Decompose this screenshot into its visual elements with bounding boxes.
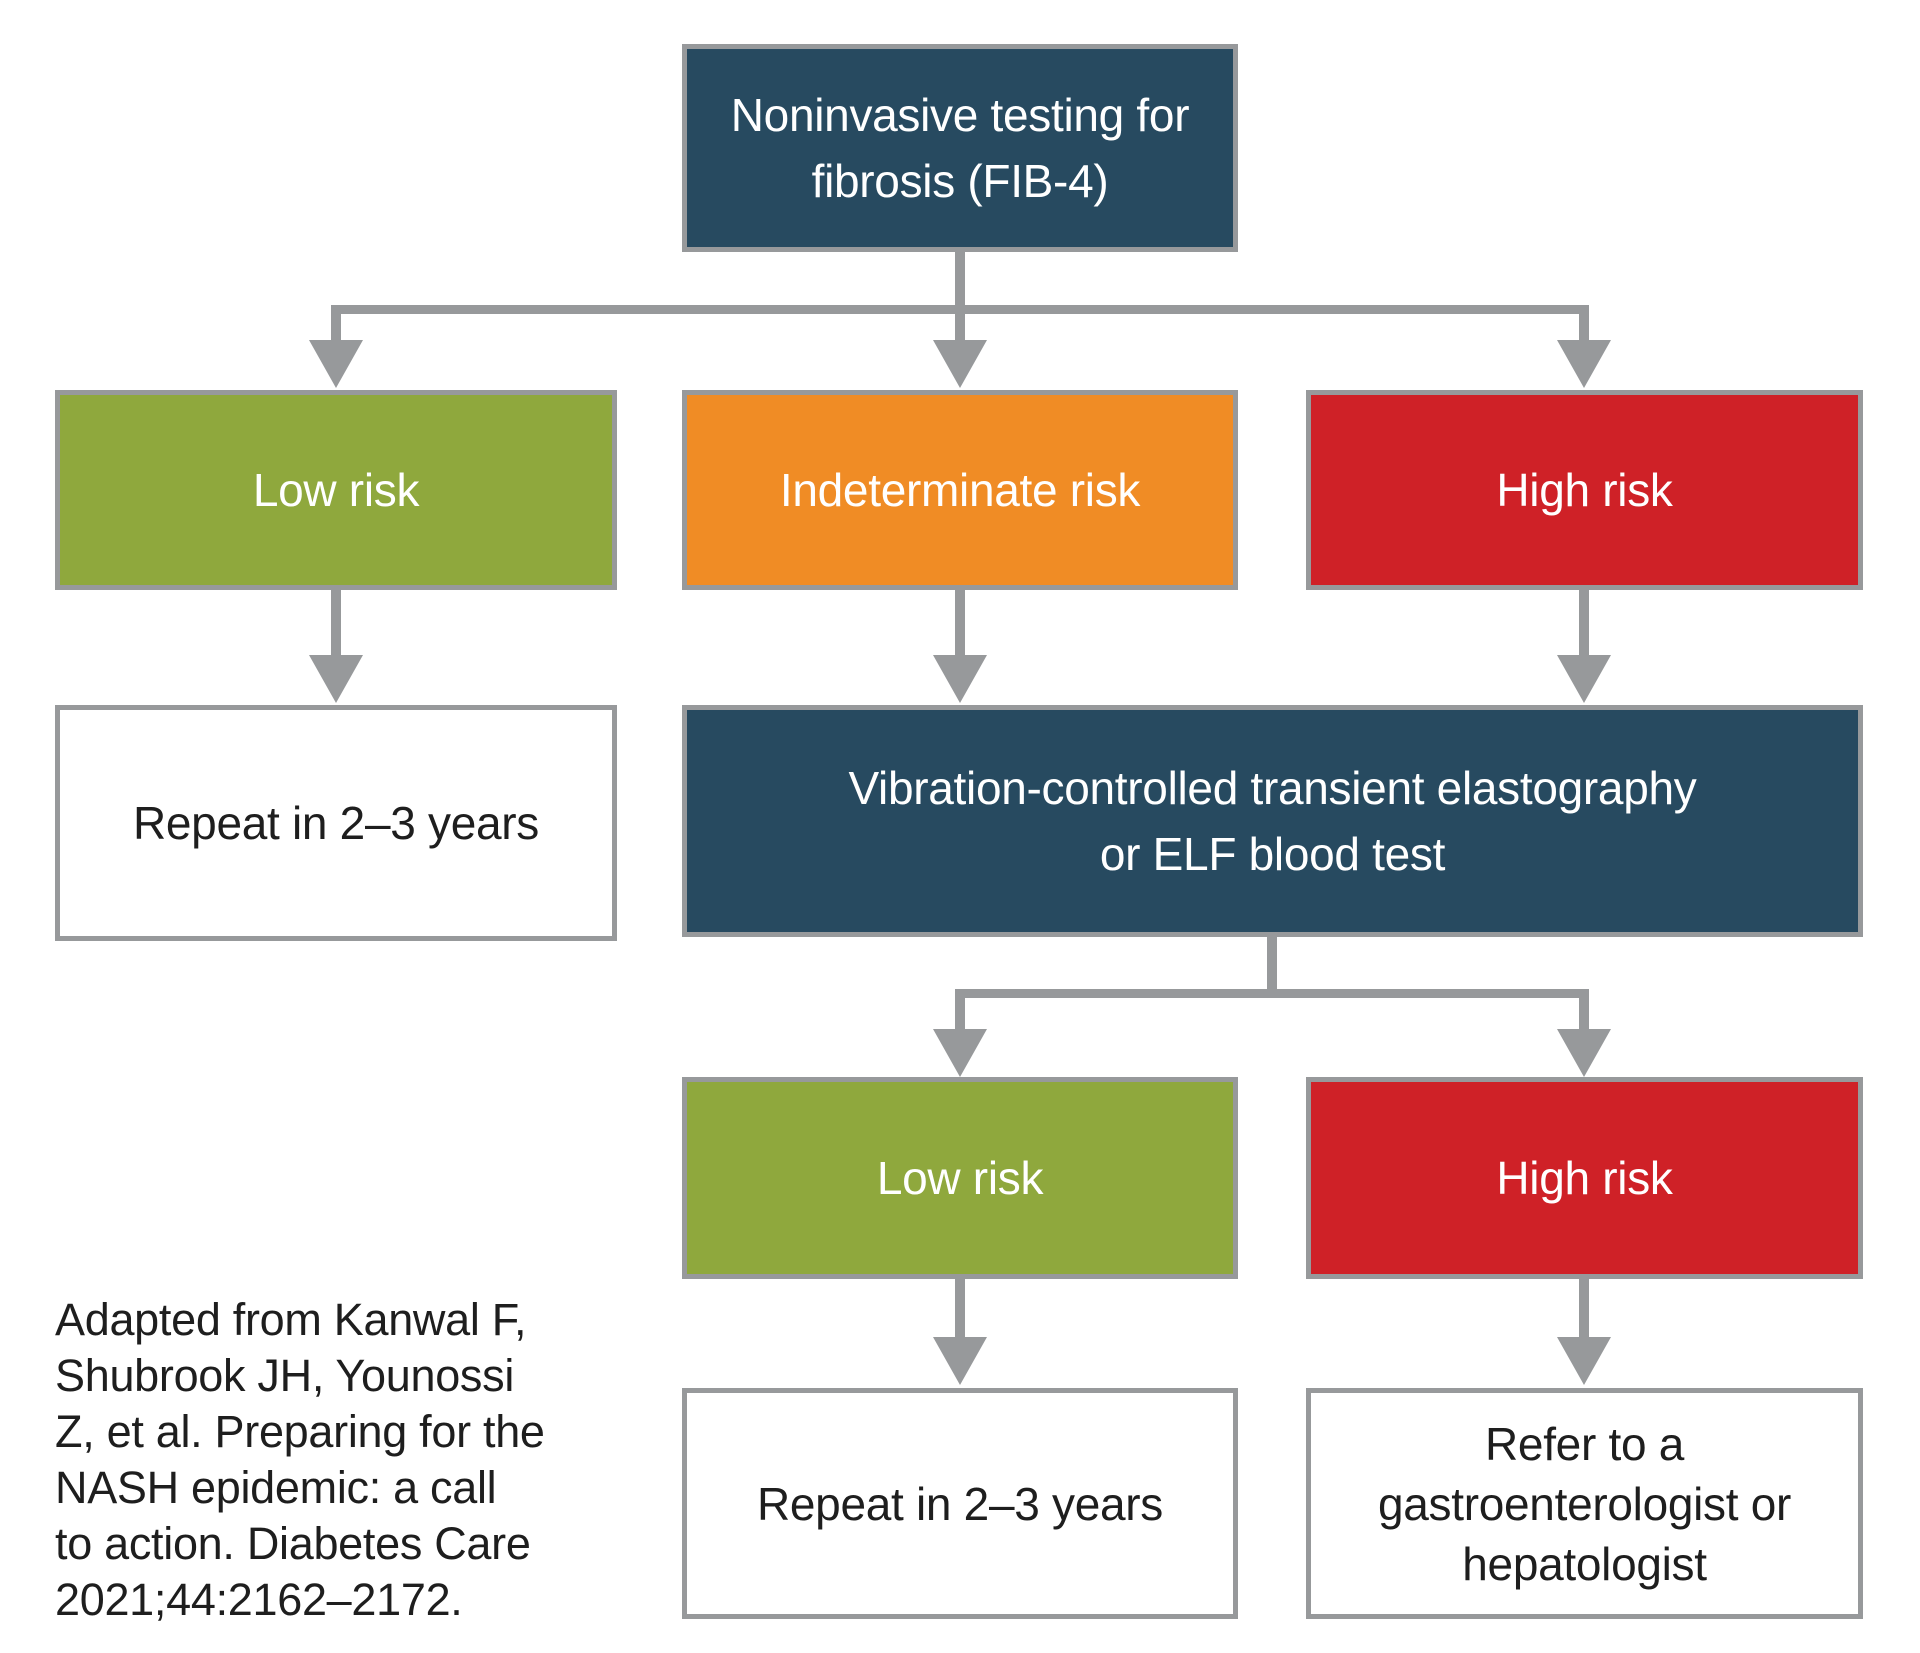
node-label: Repeat in 2–3 years xyxy=(756,1477,1163,1530)
arrow-to-vcte-left-icon xyxy=(933,655,987,703)
citation-line: Z, et al. Preparing for the xyxy=(55,1406,545,1457)
node-repeat-1: Repeat in 2–3 years xyxy=(55,705,617,941)
node-repeat-2: Repeat in 2–3 years xyxy=(682,1388,1238,1619)
connector-indeterminate-to-vcte xyxy=(955,590,965,657)
node-label: Indeterminate risk xyxy=(779,464,1141,516)
citation-line: Shubrook JH, Younossi xyxy=(55,1350,515,1401)
connector-drop-high-risk xyxy=(1579,305,1589,342)
node-label-line: fibrosis (FIB-4) xyxy=(811,155,1109,207)
arrow-to-vcte-right-icon xyxy=(1557,655,1611,703)
node-high-risk-2: High risk xyxy=(1306,1077,1863,1279)
connector-low-risk-to-repeat xyxy=(331,590,341,657)
node-label: Low risk xyxy=(252,464,420,516)
citation-line: to action. Diabetes Care xyxy=(55,1518,531,1569)
node-label: High risk xyxy=(1496,464,1673,516)
node-vcte-elf-test: Vibration-controlled transient elastogra… xyxy=(682,705,1863,937)
citation-line: 2021;44:2162–2172. xyxy=(55,1574,463,1625)
arrow-to-repeat-icon xyxy=(309,655,363,703)
node-refer-specialist: Refer to a gastroenterologist or hepatol… xyxy=(1306,1388,1863,1619)
arrow-to-repeat-2-icon xyxy=(933,1337,987,1385)
node-noninvasive-testing: Noninvasive testing for fibrosis (FIB-4) xyxy=(682,44,1238,252)
node-label-line: Noninvasive testing for xyxy=(730,89,1190,141)
connector-high-risk-2-to-refer xyxy=(1579,1279,1589,1339)
arrow-to-low-risk-2-icon xyxy=(933,1029,987,1077)
citation-text: Adapted from Kanwal F, Shubrook JH, Youn… xyxy=(55,1292,625,1628)
node-label-line: Vibration-controlled transient elastogra… xyxy=(848,762,1697,814)
connector-drop-low-risk-2 xyxy=(955,989,965,1031)
connector-root-stub xyxy=(955,252,965,342)
node-label-line: Refer to a xyxy=(1485,1417,1684,1470)
node-high-risk-1: High risk xyxy=(1306,390,1863,590)
arrow-to-high-risk-2-icon xyxy=(1557,1029,1611,1077)
node-label-line: gastroenterologist or xyxy=(1377,1477,1792,1530)
node-label-line: or ELF blood test xyxy=(1099,828,1446,880)
node-label: Low risk xyxy=(876,1152,1044,1204)
connector-tier3-horizontal xyxy=(955,989,1589,998)
connector-vcte-stub xyxy=(1267,937,1277,998)
connector-high-risk-to-vcte xyxy=(1579,590,1589,657)
node-low-risk-1: Low risk xyxy=(55,390,617,590)
arrow-to-low-risk-icon xyxy=(309,340,363,388)
node-low-risk-2: Low risk xyxy=(682,1077,1238,1279)
node-indeterminate-risk: Indeterminate risk xyxy=(682,390,1238,590)
connector-low-risk-2-to-repeat xyxy=(955,1279,965,1339)
arrow-to-indeterminate-risk-icon xyxy=(933,340,987,388)
connector-drop-low-risk xyxy=(331,305,341,342)
citation-line: Adapted from Kanwal F, xyxy=(55,1294,527,1345)
node-label: High risk xyxy=(1496,1152,1673,1204)
arrow-to-refer-icon xyxy=(1557,1337,1611,1385)
connector-drop-high-risk-2 xyxy=(1579,989,1589,1031)
node-label: Repeat in 2–3 years xyxy=(132,797,539,849)
node-label-line: hepatologist xyxy=(1462,1537,1707,1590)
arrow-to-high-risk-icon xyxy=(1557,340,1611,388)
connector-tier1-horizontal xyxy=(331,305,1589,314)
citation-line: NASH epidemic: a call xyxy=(55,1462,497,1513)
